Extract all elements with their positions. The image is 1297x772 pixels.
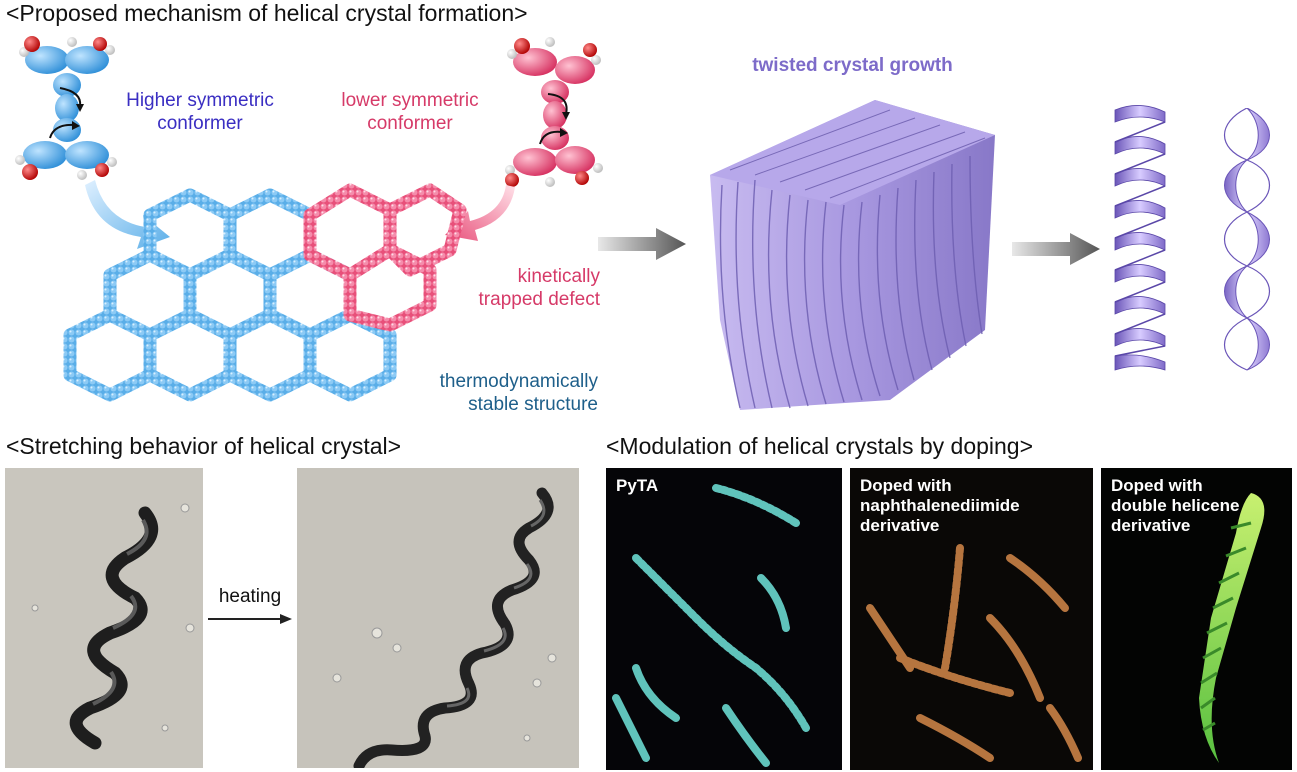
- pink-arrow-icon: [445, 185, 515, 241]
- heading-doping: <Modulation of helical crystals by dopin…: [606, 433, 1034, 459]
- pyta-label: PyTA: [616, 476, 659, 495]
- heating-arrow-icon: [208, 614, 292, 624]
- twisted-crystal-growth-label: twisted crystal growth: [752, 55, 953, 76]
- helix-ribbon-loose: [1223, 108, 1271, 371]
- process-arrow-icon-2: [1012, 233, 1100, 265]
- heading-mechanism: <Proposed mechanism of helical crystal f…: [6, 0, 528, 26]
- process-arrow-icon-1: [598, 228, 686, 260]
- helix-ribbon-tight: [1114, 105, 1166, 371]
- lower-symmetric-conformer-molecule: [505, 37, 603, 187]
- pyta-photo: PyTA: [606, 468, 842, 770]
- helical-crystal-photo-before: [5, 468, 203, 768]
- honeycomb-lattice: [63, 183, 467, 402]
- higher-symmetric-conformer-molecule: [15, 36, 117, 180]
- heating-label: heating: [218, 586, 282, 607]
- twisted-crystal-bundle: [710, 100, 995, 410]
- heading-stretching: <Stretching behavior of helical crystal>: [6, 433, 402, 459]
- helical-crystal-photo-after: [297, 468, 579, 768]
